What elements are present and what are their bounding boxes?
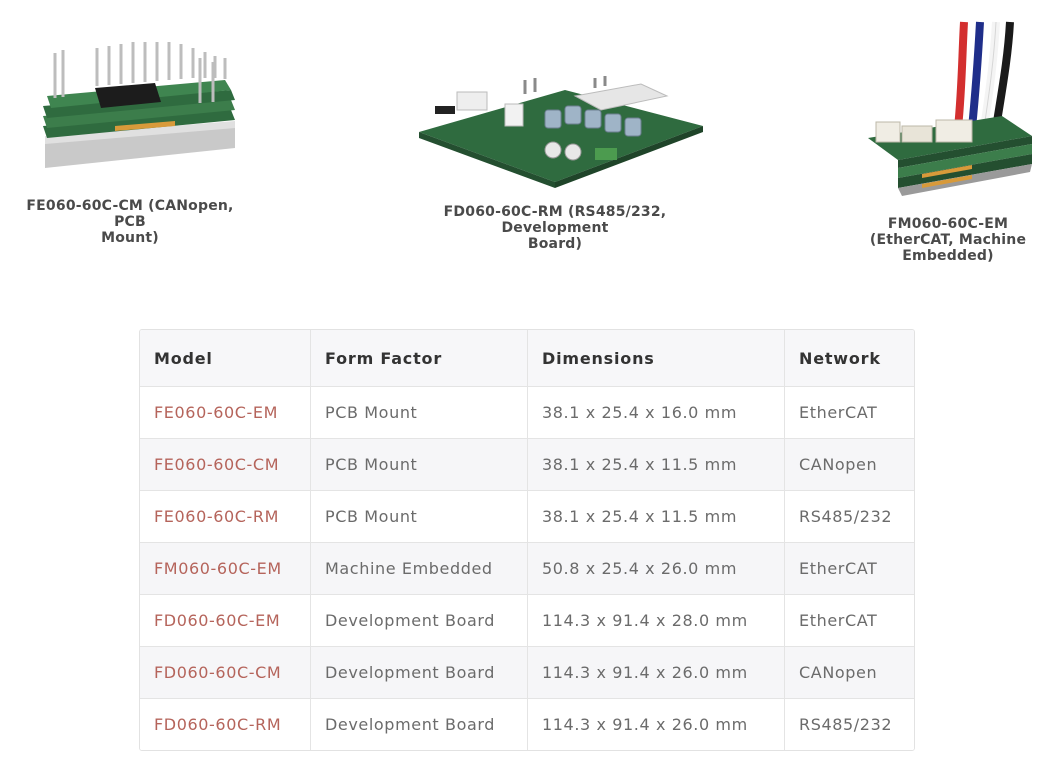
model-link[interactable]: FM060-60C-EM [154,559,282,578]
cell-form-factor: PCB Mount [310,490,528,543]
cell-model: FE060-60C-EM [140,386,311,439]
model-link[interactable]: FD060-60C-RM [154,715,282,734]
product-image-fe060-60c-cm [43,42,235,168]
column-header-model: Model [140,330,311,387]
product-caption-fm060-60c-em: FM060-60C-EM (EtherCAT, Machine Embedded… [862,216,1034,264]
cell-network: EtherCAT [784,386,914,439]
product-image-fm060-60c-em [868,21,1032,196]
table-row: FE060-60C-EM PCB Mount 38.1 x 25.4 x 16.… [140,386,914,439]
model-link[interactable]: FD060-60C-CM [154,663,282,682]
table-row: FE060-60C-CM PCB Mount 38.1 x 25.4 x 11.… [140,438,914,491]
cell-network: RS485/232 [784,698,914,750]
table-row: FM060-60C-EM Machine Embedded 50.8 x 25.… [140,542,914,595]
table-row: FE060-60C-RM PCB Mount 38.1 x 25.4 x 11.… [140,490,914,543]
model-link[interactable]: FD060-60C-EM [154,611,281,630]
cell-network: CANopen [784,438,914,491]
cell-network: RS485/232 [784,490,914,543]
caption-line: Embedded) [902,248,994,264]
model-link[interactable]: FE060-60C-RM [154,507,280,526]
column-header-form-factor: Form Factor [310,330,528,387]
cell-form-factor: PCB Mount [310,386,528,439]
cell-dimensions: 50.8 x 25.4 x 26.0 mm [527,542,785,595]
table-row: FD060-60C-RM Development Board 114.3 x 9… [140,698,914,750]
cell-form-factor: Development Board [310,698,528,750]
cell-dimensions: 114.3 x 91.4 x 26.0 mm [527,698,785,750]
spec-table-container: Model Form Factor Dimensions Network FE0… [139,329,915,751]
product-image-fd060-60c-rm [419,76,703,188]
product-caption-fe060-60c-cm: FE060-60C-CM (CANopen, PCB Mount) [8,198,252,246]
cell-dimensions: 114.3 x 91.4 x 26.0 mm [527,646,785,699]
cell-dimensions: 38.1 x 25.4 x 16.0 mm [527,386,785,439]
cell-network: CANopen [784,646,914,699]
cell-network: EtherCAT [784,594,914,647]
cell-model: FD060-60C-RM [140,698,311,750]
caption-line: FE060-60C-CM (CANopen, PCB [26,198,234,230]
column-header-dimensions: Dimensions [527,330,785,387]
caption-line: FM060-60C-EM [887,216,1009,232]
column-header-network: Network [784,330,914,387]
caption-line: Mount) [101,230,159,246]
caption-line: Board) [527,236,583,252]
cell-model: FM060-60C-EM [140,542,311,595]
spec-table: Model Form Factor Dimensions Network FE0… [140,330,914,750]
cell-model: FD060-60C-EM [140,594,311,647]
cell-dimensions: 38.1 x 25.4 x 11.5 mm [527,438,785,491]
model-link[interactable]: FE060-60C-EM [154,403,279,422]
product-card-fd060-60c-rm: FD060-60C-RM (RS485/232, Development Boa… [392,62,718,252]
cell-model: FD060-60C-CM [140,646,311,699]
cell-form-factor: Development Board [310,594,528,647]
cell-network: EtherCAT [784,542,914,595]
product-caption-fd060-60c-rm: FD060-60C-RM (RS485/232, Development Boa… [392,204,718,252]
table-row: FD060-60C-EM Development Board 114.3 x 9… [140,594,914,647]
model-link[interactable]: FE060-60C-CM [154,455,280,474]
caption-line: (EtherCAT, Machine [869,232,1027,248]
product-card-fe060-60c-cm: FE060-60C-CM (CANopen, PCB Mount) [8,28,252,246]
cell-model: FE060-60C-RM [140,490,311,543]
cell-model: FE060-60C-CM [140,438,311,491]
cell-form-factor: Machine Embedded [310,542,528,595]
cell-form-factor: Development Board [310,646,528,699]
caption-line: FD060-60C-RM (RS485/232, Development [443,204,667,236]
table-row: FD060-60C-CM Development Board 114.3 x 9… [140,646,914,699]
cell-dimensions: 38.1 x 25.4 x 11.5 mm [527,490,785,543]
cell-form-factor: PCB Mount [310,438,528,491]
table-header-row: Model Form Factor Dimensions Network [140,330,914,387]
product-card-fm060-60c-em: FM060-60C-EM (EtherCAT, Machine Embedded… [862,18,1034,264]
cell-dimensions: 114.3 x 91.4 x 28.0 mm [527,594,785,647]
